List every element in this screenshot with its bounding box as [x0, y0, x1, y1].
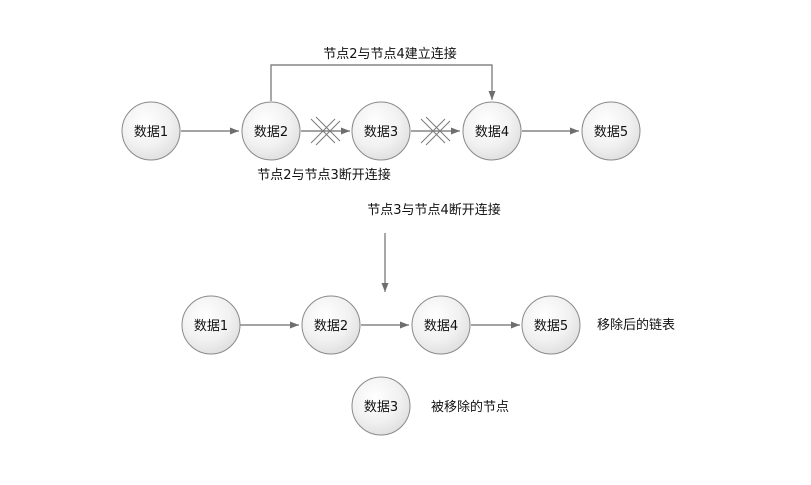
- removed-node: 数据3: [351, 376, 411, 436]
- bottom-node-2: 数据2: [301, 295, 361, 355]
- bottom-row: 数据1 数据2 数据4 数据5 移除后的链表: [181, 295, 675, 355]
- bottom-node-5-label: 数据5: [534, 319, 568, 334]
- removed-node-label: 数据3: [364, 400, 398, 415]
- break-caption-2-3: 节点2与节点3断开连接: [257, 167, 391, 183]
- bottom-node-4-label: 数据4: [424, 319, 458, 334]
- removed-node-group: 数据3 被移除的节点: [351, 376, 509, 436]
- top-node-1: 数据1: [121, 101, 181, 161]
- top-node-3-label: 数据3: [364, 125, 398, 140]
- top-node-2-label: 数据2: [254, 125, 288, 140]
- top-node-4-label: 数据4: [475, 125, 509, 140]
- break-caption-3-4: 节点3与节点4断开连接: [367, 202, 501, 218]
- top-node-5-label: 数据5: [594, 125, 628, 140]
- new-link-2-to-4: [270, 64, 496, 101]
- bottom-node-1: 数据1: [181, 295, 241, 355]
- removed-node-caption: 被移除的节点: [431, 399, 509, 415]
- top-node-2: 数据2: [241, 101, 301, 161]
- top-node-1-label: 数据1: [134, 125, 168, 140]
- top-row: 数据1 数据2 数据3 数据4 数据5 节点2与节点4建立连接 节点2与节点3断…: [121, 46, 641, 218]
- top-node-4: 数据4: [462, 101, 522, 161]
- bottom-node-5: 数据5: [521, 295, 581, 355]
- bottom-node-1-label: 数据1: [194, 319, 228, 334]
- top-node-5: 数据5: [581, 101, 641, 161]
- cut-mark-2-3: [310, 116, 341, 146]
- link-caption: 节点2与节点4建立连接: [323, 46, 457, 62]
- cut-mark-3-4: [420, 116, 451, 146]
- bottom-node-4: 数据4: [411, 295, 471, 355]
- result-list-caption: 移除后的链表: [597, 317, 675, 333]
- bottom-node-2-label: 数据2: [314, 319, 348, 334]
- top-node-3: 数据3: [351, 101, 411, 161]
